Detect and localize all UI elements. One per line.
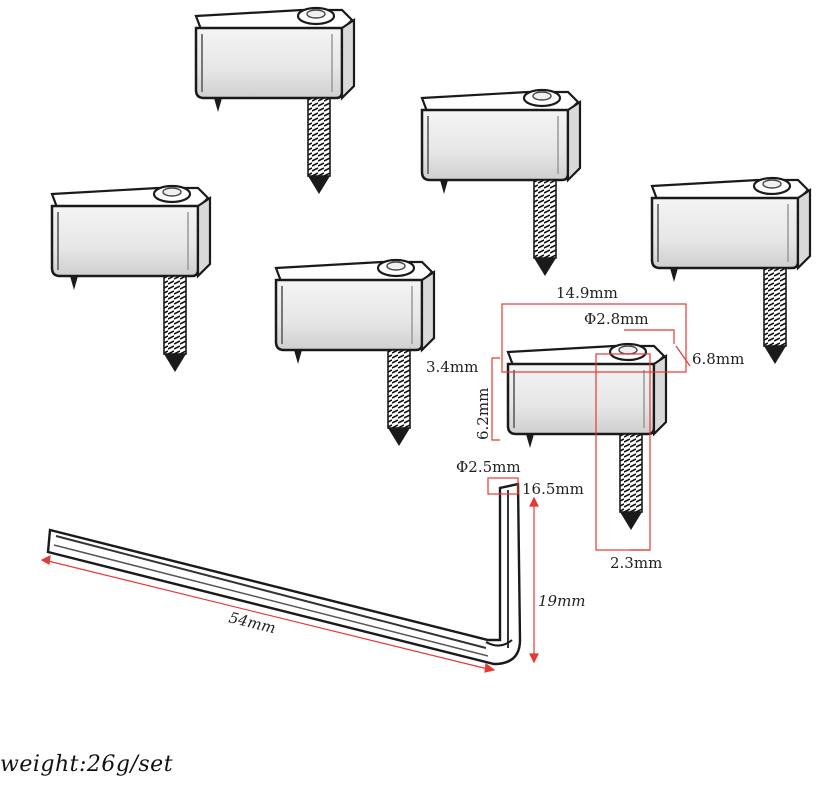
dim-wrench-short: 19mm xyxy=(538,592,586,610)
retainer-3 xyxy=(50,184,212,374)
dim-hole-diameter: Φ2.8mm xyxy=(584,310,649,328)
dim-wrench-long: 54mm xyxy=(227,608,277,637)
retainer-1 xyxy=(194,6,356,196)
dimension-lines xyxy=(40,303,691,673)
dim-block-height: 6.2mm xyxy=(474,388,492,440)
dim-screw-length: 16.5mm xyxy=(522,480,584,498)
dim-top-depth: 6.8mm xyxy=(692,350,744,368)
hex-key-wrench xyxy=(46,482,522,666)
dim-screw-diameter: 2.3mm xyxy=(610,554,662,572)
retainer-2 xyxy=(420,88,582,278)
dim-wrench-diameter: Φ2.5mm xyxy=(456,458,521,476)
dim-block-width: 14.9mm xyxy=(556,284,618,302)
weight-caption: weight:26g/set xyxy=(0,752,174,777)
retainer-5 xyxy=(274,258,436,448)
dim-top-step: 3.4mm xyxy=(426,358,478,376)
retainer-4 xyxy=(650,176,812,366)
